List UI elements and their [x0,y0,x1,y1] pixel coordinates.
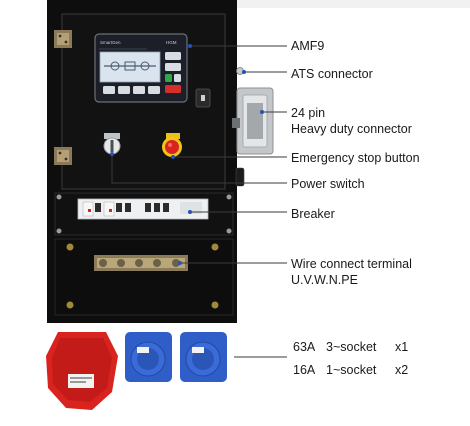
heavy-duty-connector-24pin [232,87,274,155]
label-wire-terminal: Wire connect terminal [291,257,412,271]
label-heavy-duty-connector: Heavy duty connector [291,122,412,136]
breaker-strip [77,198,209,220]
label-amf9: AMF9 [291,39,325,53]
socket-row-63a-qty: x1 [395,340,409,354]
controller-model: HGM [166,40,177,45]
hinge-icon [54,30,72,48]
socket-row-63a-rating: 63A [293,340,316,354]
callout-leaders [111,45,287,358]
socket-row-16a-qty: x2 [395,363,409,377]
key-icon [195,88,211,108]
label-ats-connector: ATS connector [291,67,373,81]
label-24pin: 24 pin [291,106,326,120]
label-wire-phases: U.V.W.N.PE [291,273,358,287]
bolt-icon [66,243,219,309]
hinge-icon [54,147,72,165]
callout-dots [110,44,264,265]
label-emergency-stop: Emergency stop button [291,151,420,165]
socket-16a-blue-2 [180,332,227,382]
power-switch [103,133,121,155]
controller-brand: SmartGen [100,40,121,45]
socket-row-63a-type: 3~socket [326,340,377,354]
wire-terminal-block [94,255,188,271]
controller-lcd [99,51,161,83]
e-stop-icon [162,133,182,157]
gland-icon [235,167,245,187]
terminal-compartment [54,238,234,316]
socket-16a-blue-1 [125,332,172,382]
label-breaker: Breaker [291,207,335,221]
socket-row-16a-rating: 16A [293,363,316,377]
socket-63a-red [46,332,118,410]
label-power-switch: Power switch [291,177,365,191]
amf9-controller [94,33,188,103]
socket-row-16a-type: 1~socket [326,363,377,377]
